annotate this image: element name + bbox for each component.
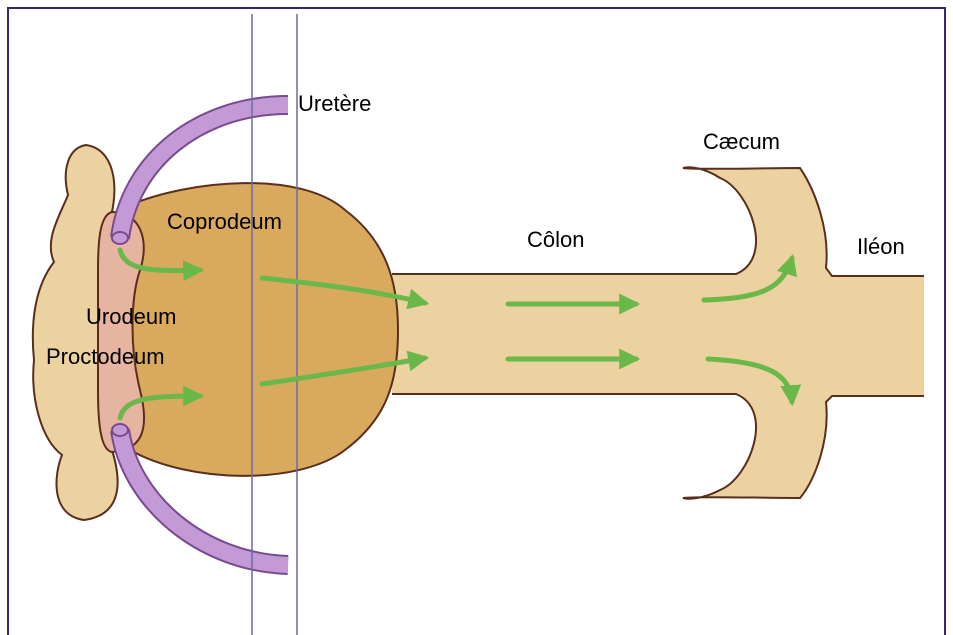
ureter-lower-opening: [112, 424, 128, 436]
label-coprodeum: Coprodeum: [167, 209, 282, 234]
label-caecum: Cæcum: [703, 129, 780, 154]
label-proctodeum: Proctodeum: [46, 344, 165, 369]
label-uretere: Uretère: [298, 91, 371, 116]
label-ileon: Iléon: [857, 234, 905, 259]
ureter-upper-opening: [112, 232, 128, 244]
label-colon: Côlon: [527, 227, 584, 252]
label-urodeum: Urodeum: [86, 304, 176, 329]
